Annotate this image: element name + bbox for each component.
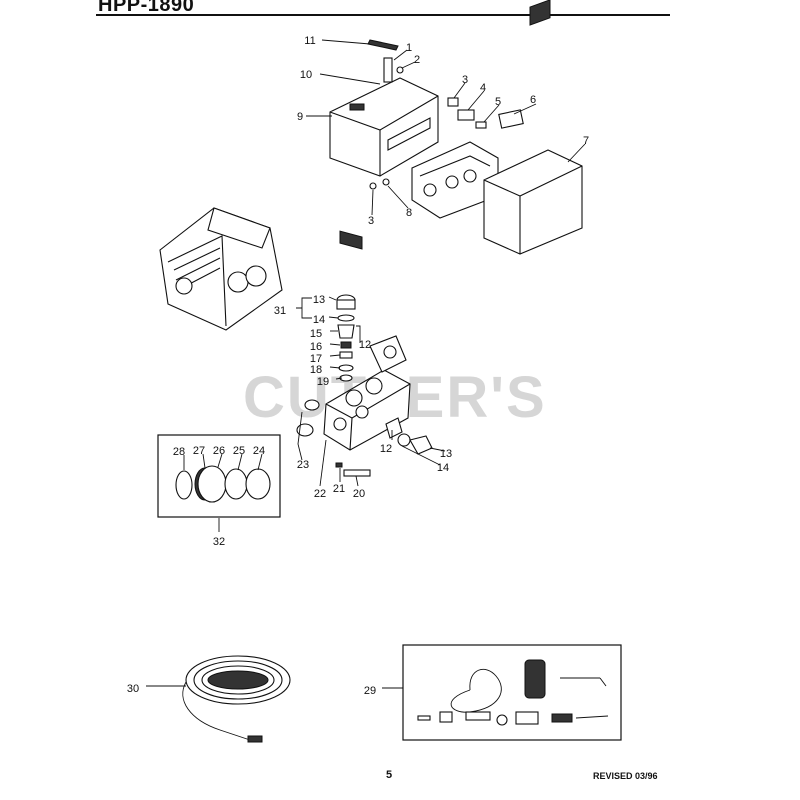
callout-c12b: 12 — [380, 443, 392, 455]
callout-c18: 18 — [310, 364, 322, 376]
page-number: 5 — [386, 769, 393, 781]
callout-c20: 20 — [353, 488, 365, 500]
callout-c25: 25 — [233, 445, 245, 457]
header-rule — [96, 14, 670, 16]
callout-c13a: 13 — [313, 294, 325, 306]
revision-note: REVISED 03/96 — [593, 771, 658, 781]
callout-c4: 4 — [480, 82, 486, 94]
pump-head-top — [411, 141, 499, 219]
callout-c14b: 14 — [437, 462, 449, 474]
callout-c15: 15 — [310, 328, 322, 340]
small-hardware — [369, 97, 524, 190]
pump-crankcase — [159, 207, 283, 331]
callout-c3b: 3 — [368, 215, 374, 227]
manifold-fittings — [296, 399, 433, 477]
callout-c32: 32 — [213, 536, 225, 548]
callout-c11: 11 — [304, 35, 315, 47]
callout-c12a: 12 — [359, 339, 371, 351]
callout-c26: 26 — [213, 445, 225, 457]
callout-c27: 27 — [193, 445, 205, 457]
callout-c31: 31 — [274, 305, 286, 317]
callout-c9: 9 — [297, 111, 303, 123]
callout-c16: 16 — [310, 341, 322, 353]
callout-c24: 24 — [253, 445, 265, 457]
page-title: HPP-1890 — [98, 0, 195, 16]
callout-c14a: 14 — [313, 314, 325, 326]
accessory-kit-items — [417, 659, 609, 726]
callout-c22: 22 — [314, 488, 326, 500]
callout-c6: 6 — [530, 94, 536, 106]
callout-c21: 21 — [333, 483, 345, 495]
callout-c3a: 3 — [462, 74, 468, 86]
callout-c29: 29 — [364, 685, 376, 697]
callout-c8: 8 — [406, 207, 412, 219]
accessory-kit-box — [402, 644, 622, 741]
callout-c17: 17 — [310, 353, 322, 365]
valve-stack — [336, 294, 356, 382]
high-pressure-hose — [182, 655, 291, 743]
leader-lines — [146, 39, 586, 689]
callout-c30: 30 — [127, 683, 139, 695]
callout-c7: 7 — [583, 135, 589, 147]
seal-rings — [175, 465, 271, 503]
seal-kit-box — [157, 434, 281, 518]
callout-c23: 23 — [297, 459, 309, 471]
callout-c2: 2 — [414, 54, 420, 66]
callout-c13b: 13 — [440, 448, 452, 460]
housing-shroud — [329, 77, 439, 250]
engine-cover — [483, 0, 583, 255]
pump-manifold — [323, 335, 411, 451]
handle-assembly — [367, 39, 404, 83]
callout-c1: 1 — [406, 42, 412, 54]
callout-c28: 28 — [173, 446, 185, 458]
callout-c19: 19 — [317, 376, 329, 388]
callout-c5: 5 — [495, 96, 501, 108]
callout-c10: 10 — [300, 69, 312, 81]
